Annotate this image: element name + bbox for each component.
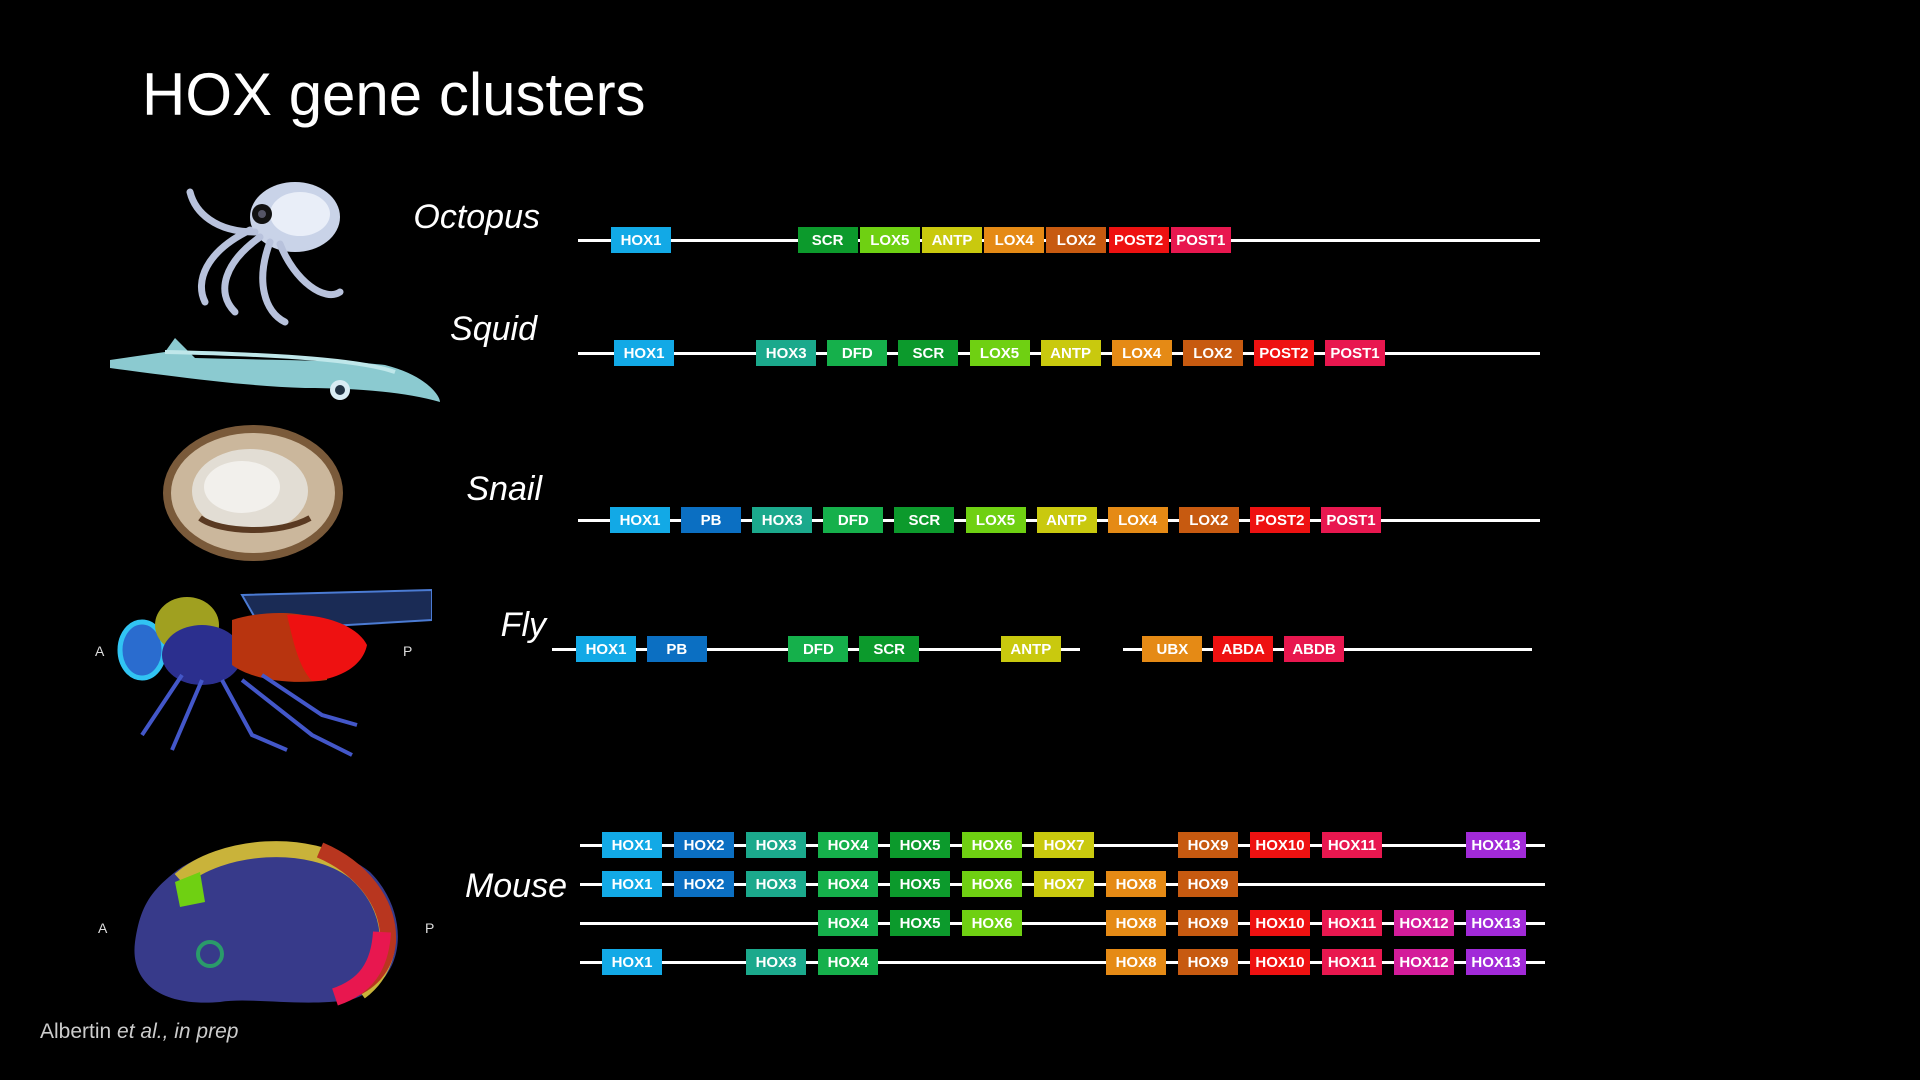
citation-authors: Albertin (40, 1020, 118, 1043)
gene-lox4: LOX4 (1111, 340, 1172, 366)
gene-hox3: HOX3 (752, 507, 813, 533)
fly-image (117, 588, 432, 757)
mouse-anterior-label: A (98, 920, 108, 936)
gene-hox13: HOX13 (1466, 910, 1526, 936)
species-label-mouse: Mouse (464, 867, 567, 905)
gene-hox9: HOX9 (1178, 949, 1238, 975)
species-label-snail: Snail (466, 470, 542, 508)
squid-image (110, 338, 440, 402)
gene-pb: PB (646, 636, 707, 662)
gene-hox10: HOX10 (1250, 949, 1310, 975)
gene-post1: POST1 (1325, 340, 1385, 366)
gene-abda: ABDA (1213, 636, 1274, 662)
fly-anterior-label: A (95, 643, 105, 659)
fly-posterior-label: P (403, 643, 413, 659)
gene-hox12: HOX12 (1394, 910, 1454, 936)
gene-antp: ANTP (1000, 636, 1061, 662)
gene-hox2: HOX2 (674, 871, 734, 897)
gene-ubx: UBX (1142, 636, 1203, 662)
gene-hox7: HOX7 (1034, 832, 1094, 858)
gene-dfd: DFD (827, 340, 888, 366)
chromosome-line (580, 922, 1545, 925)
gene-hox7: HOX7 (1034, 871, 1094, 897)
gene-lox5: LOX5 (965, 507, 1026, 533)
gene-hox10: HOX10 (1250, 910, 1310, 936)
gene-hox12: HOX12 (1394, 949, 1454, 975)
gene-hox8: HOX8 (1106, 871, 1166, 897)
gene-hox5: HOX5 (890, 832, 950, 858)
gene-post2: POST2 (1108, 227, 1169, 253)
gene-dfd: DFD (823, 507, 884, 533)
gene-scr: SCR (898, 340, 959, 366)
gene-lox4: LOX4 (1107, 507, 1168, 533)
gene-lox5: LOX5 (969, 340, 1030, 366)
species-label-fly: Fly (500, 606, 546, 644)
gene-hox8: HOX8 (1106, 949, 1166, 975)
gene-hox13: HOX13 (1466, 949, 1526, 975)
gene-hox3: HOX3 (756, 340, 817, 366)
gene-hox11: HOX11 (1322, 832, 1382, 858)
gene-antp: ANTP (922, 227, 982, 253)
gene-hox3: HOX3 (746, 832, 806, 858)
gene-hox11: HOX11 (1322, 910, 1382, 936)
gene-post1: POST1 (1170, 227, 1231, 253)
gene-hox4: HOX4 (818, 832, 878, 858)
gene-post1: POST1 (1321, 507, 1381, 533)
gene-hox11: HOX11 (1322, 949, 1382, 975)
gene-hox4: HOX4 (818, 949, 878, 975)
gene-hox3: HOX3 (746, 871, 806, 897)
gene-hox6: HOX6 (962, 910, 1022, 936)
gene-hox3: HOX3 (746, 949, 806, 975)
mouse-posterior-label: P (425, 920, 435, 936)
citation-status: in prep (168, 1020, 239, 1043)
gene-hox13: HOX13 (1466, 832, 1526, 858)
gene-antp: ANTP (1036, 507, 1097, 533)
gene-hox9: HOX9 (1178, 832, 1238, 858)
gene-hox6: HOX6 (962, 871, 1022, 897)
gene-hox9: HOX9 (1178, 871, 1238, 897)
gene-lox4: LOX4 (984, 227, 1045, 253)
gene-hox1: HOX1 (602, 949, 662, 975)
gene-lox2: LOX2 (1178, 507, 1239, 533)
gene-hox1: HOX1 (602, 832, 662, 858)
octopus-image (186, 182, 344, 326)
species-label-octopus: Octopus (413, 198, 540, 236)
mouse-embryo-image (134, 841, 398, 1006)
gene-abdb: ABDB (1284, 636, 1344, 662)
gene-hox4: HOX4 (818, 871, 878, 897)
gene-lox2: LOX2 (1182, 340, 1243, 366)
snail-shell-image (163, 425, 343, 561)
gene-hox1: HOX1 (614, 340, 674, 366)
gene-hox2: HOX2 (674, 832, 734, 858)
gene-hox4: HOX4 (818, 910, 878, 936)
gene-hox8: HOX8 (1106, 910, 1166, 936)
gene-hox9: HOX9 (1178, 910, 1238, 936)
gene-scr: SCR (859, 636, 920, 662)
gene-hox1: HOX1 (611, 227, 671, 253)
gene-hox5: HOX5 (890, 910, 950, 936)
gene-hox1: HOX1 (576, 636, 636, 662)
gene-hox1: HOX1 (602, 871, 662, 897)
gene-antp: ANTP (1040, 340, 1101, 366)
gene-post2: POST2 (1249, 507, 1310, 533)
gene-post2: POST2 (1253, 340, 1314, 366)
gene-lox5: LOX5 (859, 227, 920, 253)
gene-scr: SCR (894, 507, 955, 533)
chromosome-line (580, 961, 1545, 964)
gene-lox2: LOX2 (1046, 227, 1107, 253)
citation: Albertin et al., in prep (40, 1020, 238, 1044)
gene-hox6: HOX6 (962, 832, 1022, 858)
page-title: HOX gene clusters (142, 61, 646, 128)
citation-etal: et al., (117, 1020, 169, 1043)
gene-scr: SCR (797, 227, 858, 253)
gene-hox5: HOX5 (890, 871, 950, 897)
gene-hox1: HOX1 (610, 507, 670, 533)
gene-dfd: DFD (788, 636, 849, 662)
gene-hox10: HOX10 (1250, 832, 1310, 858)
gene-pb: PB (681, 507, 742, 533)
species-label-squid: Squid (450, 310, 537, 348)
